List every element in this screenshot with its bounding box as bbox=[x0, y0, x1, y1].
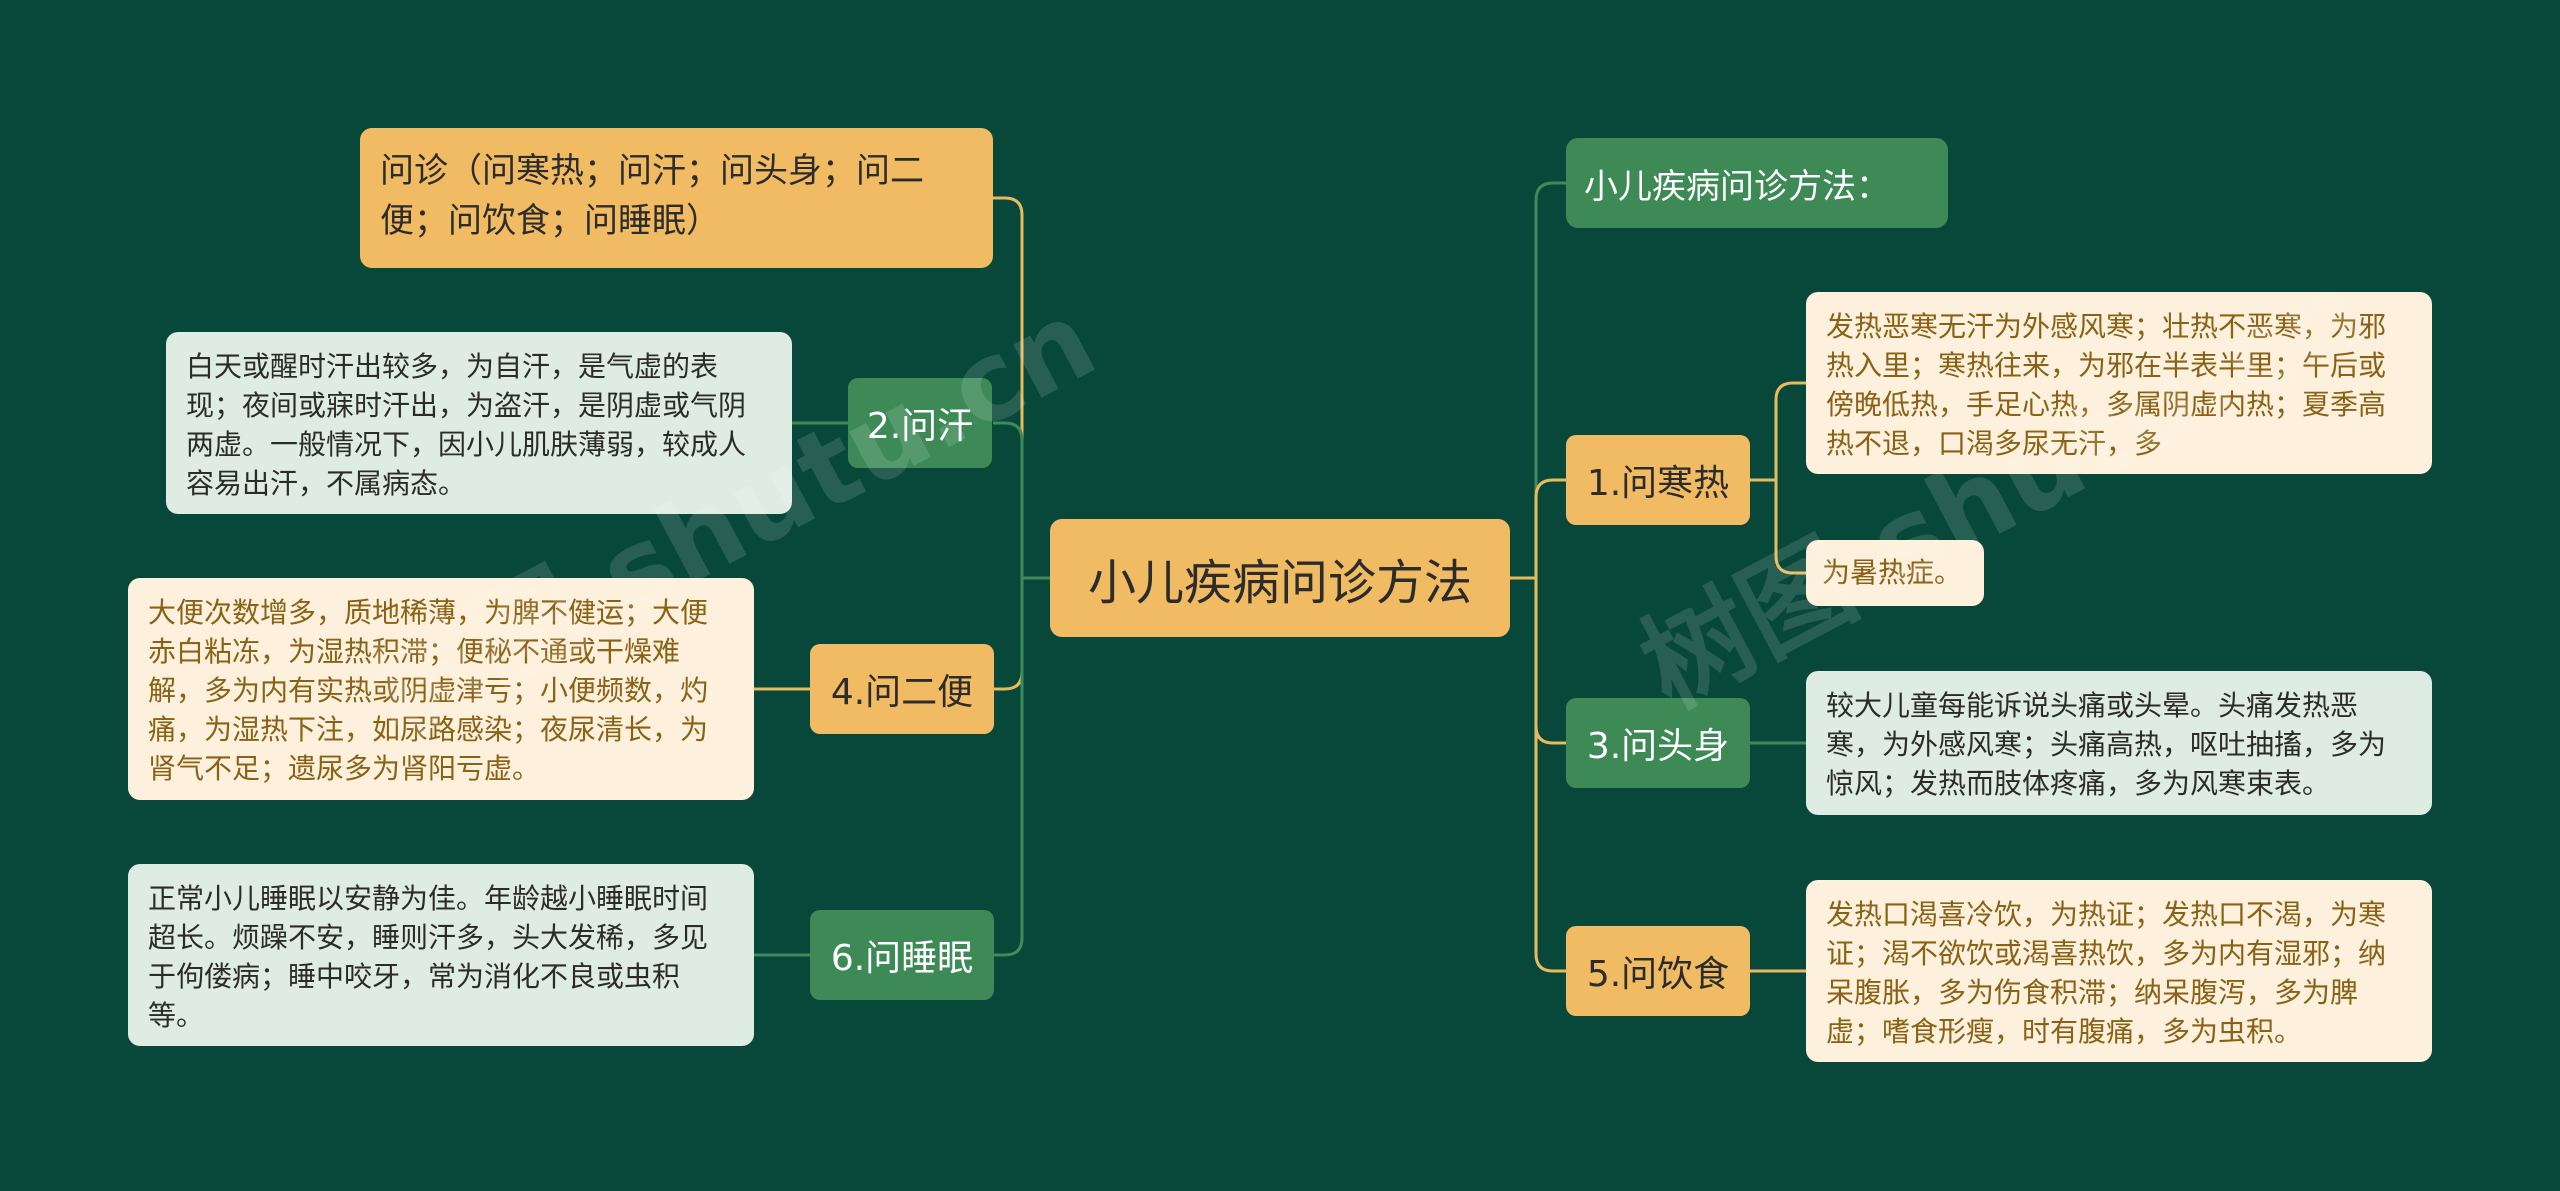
leaf-cold-heat-1-text: 发热恶寒无汗为外感风寒；壮热不恶寒，为邪热入里；寒热往来，为邪在半表半里；午后或… bbox=[1826, 310, 2387, 460]
branch-ask-cold-heat[interactable]: 1.问寒热 bbox=[1566, 435, 1750, 525]
leaf-diet[interactable]: 发热口渴喜冷饮，为热证；发热口不渴，为寒证；渴不欲饮或渴喜热饮，多为内有湿邪；纳… bbox=[1806, 880, 2432, 1062]
center-topic-label: 小儿疾病问诊方法 bbox=[1087, 555, 1472, 611]
leaf-head-body-text: 较大儿童每能诉说头痛或头晕。头痛发热恶寒，为外感风寒；头痛高热，呕吐抽搐，多为惊… bbox=[1826, 689, 2387, 800]
link-b1-leaf1 bbox=[1750, 381, 1806, 482]
leaf-sweat[interactable]: 白天或醒时汗出较多，为自汗，是气虚的表现；夜间或寐时汗出，为盗汗，是阴虚或气阴两… bbox=[166, 332, 792, 514]
left-top-node[interactable]: 问诊（问寒热；问汗；问头身；问二便；问饮食；问睡眠） bbox=[360, 128, 993, 268]
center-topic[interactable]: 小儿疾病问诊方法 bbox=[1050, 519, 1510, 637]
branch-ask-cold-heat-label: 1.问寒热 bbox=[1586, 463, 1730, 504]
leaf-sleep-text: 正常小儿睡眠以安静为佳。年龄越小睡眠时间超长。烦躁不安，睡则汗多，头大发稀，多见… bbox=[148, 882, 709, 1032]
left-top-text: 问诊（问寒热；问汗；问头身；问二便；问饮食；问睡眠） bbox=[380, 151, 924, 241]
subtitle-node[interactable]: 小儿疾病问诊方法： bbox=[1566, 138, 1948, 228]
link-left-b4 bbox=[993, 578, 1024, 691]
link-b1-leaf2 bbox=[1774, 480, 1806, 575]
branch-ask-head-body-label: 3.问头身 bbox=[1586, 726, 1730, 767]
link-right-b3 bbox=[1534, 578, 1566, 745]
link-right-subtitle bbox=[1534, 181, 1566, 578]
leaf-cold-heat-2[interactable]: 为暑热症。 bbox=[1806, 540, 1984, 606]
leaf-diet-text: 发热口渴喜冷饮，为热证；发热口不渴，为寒证；渴不欲饮或渴喜热饮，多为内有湿邪；纳… bbox=[1826, 898, 2387, 1048]
leaf-sleep[interactable]: 正常小儿睡眠以安静为佳。年龄越小睡眠时间超长。烦躁不安，睡则汗多，头大发稀，多见… bbox=[128, 864, 754, 1046]
leaf-excretion[interactable]: 大便次数增多，质地稀薄，为脾不健运；大便赤白粘冻，为湿热积滞；便秘不通或干燥难解… bbox=[128, 578, 754, 800]
branch-ask-sleep-label: 6.问睡眠 bbox=[830, 938, 974, 979]
link-right-b5 bbox=[1534, 578, 1566, 973]
branch-ask-diet-label: 5.问饮食 bbox=[1586, 954, 1730, 995]
branch-ask-excretion-label: 4.问二便 bbox=[830, 672, 974, 713]
leaf-cold-heat-2-text: 为暑热症。 bbox=[1822, 556, 1963, 589]
branch-ask-diet[interactable]: 5.问饮食 bbox=[1566, 926, 1750, 1016]
branch-ask-head-body[interactable]: 3.问头身 bbox=[1566, 698, 1750, 788]
branch-ask-sweat-label: 2.问汗 bbox=[866, 406, 974, 447]
link-left-top bbox=[993, 196, 1024, 578]
branch-ask-sleep[interactable]: 6.问睡眠 bbox=[810, 910, 994, 1000]
leaf-sweat-text: 白天或醒时汗出较多，为自汗，是气虚的表现；夜间或寐时汗出，为盗汗，是阴虚或气阴两… bbox=[186, 350, 747, 500]
link-right-b1 bbox=[1534, 478, 1566, 578]
link-left-b6 bbox=[993, 578, 1024, 957]
leaf-head-body[interactable]: 较大儿童每能诉说头痛或头晕。头痛发热恶寒，为外感风寒；头痛高热，呕吐抽搐，多为惊… bbox=[1806, 671, 2432, 815]
leaf-cold-heat-1[interactable]: 发热恶寒无汗为外感风寒；壮热不恶寒，为邪热入里；寒热往来，为邪在半表半里；午后或… bbox=[1806, 292, 2432, 474]
branch-ask-sweat[interactable]: 2.问汗 bbox=[848, 378, 992, 468]
link-left-b2 bbox=[993, 421, 1024, 578]
branch-ask-excretion[interactable]: 4.问二便 bbox=[810, 644, 994, 734]
subtitle-label: 小儿疾病问诊方法： bbox=[1584, 166, 1890, 207]
leaf-excretion-text: 大便次数增多，质地稀薄，为脾不健运；大便赤白粘冻，为湿热积滞；便秘不通或干燥难解… bbox=[148, 596, 709, 785]
